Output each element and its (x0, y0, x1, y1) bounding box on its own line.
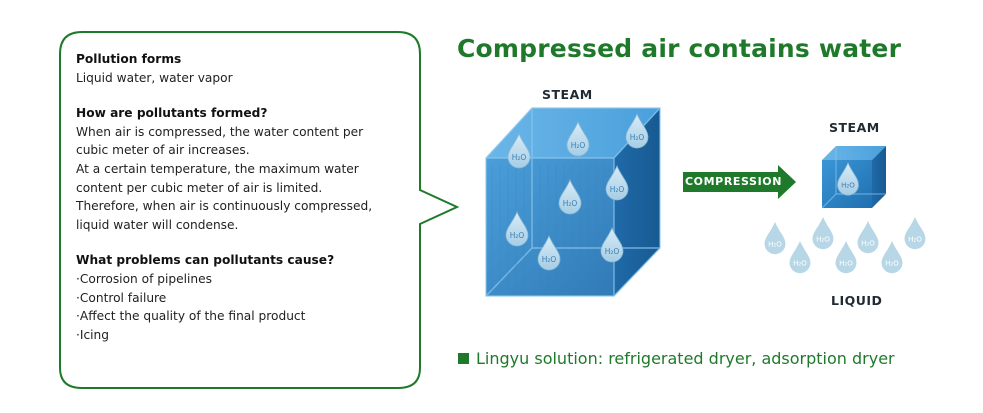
liquid-drops: H₂O H₂O H₂O H₂O H₂O H₂O H₂O (764, 216, 926, 274)
water-drop-icon: H₂O (600, 226, 624, 263)
water-drop-icon: H₂O (835, 240, 857, 274)
section-line: cubic meter of air increases. (76, 143, 250, 158)
water-drop-icon: H₂O (857, 220, 879, 254)
drop-shape (600, 226, 624, 263)
drop-label: H₂O (908, 235, 922, 244)
problem-item: ·Icing (76, 327, 110, 342)
solution-text: Lingyu solution: refrigerated dryer, ads… (476, 349, 895, 368)
problem-item: ·Control failure (76, 290, 167, 305)
diagram-title: Compressed air contains water (457, 34, 902, 63)
drop-label: H₂O (512, 153, 527, 162)
water-drop-icon: H₂O (881, 240, 903, 274)
drop-shape (835, 240, 857, 274)
section-line: Therefore, when air is continuously comp… (76, 199, 373, 214)
drop-label: H₂O (768, 240, 782, 249)
drop-shape (812, 216, 834, 250)
drop-label: H₂O (841, 181, 855, 190)
drop-label: H₂O (885, 259, 899, 268)
bullet-square-icon (458, 353, 469, 364)
water-drop-icon: H₂O (812, 216, 834, 250)
small-cube-top-face (822, 146, 886, 160)
water-drop-icon: H₂O (837, 161, 859, 196)
small-cube-edges (821, 146, 886, 209)
drop-shape (789, 240, 811, 274)
drop-label: H₂O (861, 239, 875, 248)
drop-shape (566, 120, 590, 157)
drop-shape (505, 210, 529, 247)
section-heading: Pollution forms (76, 52, 182, 66)
water-drop-icon: H₂O (566, 120, 590, 157)
water-drop-icon: H₂O (764, 221, 786, 255)
small-cube-side-face (872, 146, 886, 208)
drop-label: H₂O (571, 141, 586, 150)
water-drop-icon: H₂O (904, 216, 926, 250)
problem-list: ·Corrosion of pipelines ·Control failure… (76, 270, 406, 344)
steam-label-small: STEAM (829, 120, 880, 135)
section-line: content per cubic meter of air is limite… (76, 180, 323, 195)
steam-drop-small: H₂O (837, 161, 859, 196)
water-drop-icon: H₂O (537, 234, 561, 271)
drop-label: H₂O (610, 185, 625, 194)
solution-line: Lingyu solution: refrigerated dryer, ads… (458, 349, 895, 368)
section-pollution-forms: Pollution forms Liquid water, water vapo… (76, 50, 406, 87)
steam-drops-large: H₂O H₂O H₂O H₂O H₂O H₂O H₂O H₂O (505, 112, 649, 271)
section-heading: What problems can pollutants cause? (76, 253, 335, 268)
section-line: When air is compressed, the water conten… (76, 124, 364, 139)
problem-item: ·Affect the quality of the final product (76, 309, 306, 324)
drop-label: H₂O (793, 259, 807, 268)
info-bubble: Pollution forms Liquid water, water vapo… (0, 0, 480, 413)
drop-shape (881, 240, 903, 274)
steam-label-large: STEAM (542, 87, 593, 102)
drop-shape (837, 161, 859, 196)
section-heading: How are pollutants formed? (76, 106, 268, 121)
water-drop-icon: H₂O (605, 164, 629, 201)
drop-label: H₂O (605, 247, 620, 256)
drop-shape (605, 164, 629, 201)
section-line: Liquid water, water vapor (76, 70, 233, 85)
liquid-label: LIQUID (831, 293, 883, 308)
drop-label: H₂O (816, 235, 830, 244)
drop-shape (537, 234, 561, 271)
bubble-outline (59, 31, 460, 389)
drop-label: H₂O (542, 255, 557, 264)
large-steam-cube (485, 107, 661, 297)
section-line: liquid water will condense. (76, 217, 239, 232)
drop-label: H₂O (839, 259, 853, 268)
water-drop-icon: H₂O (558, 178, 582, 215)
compression-label: COMPRESSION (685, 175, 783, 188)
drop-shape (904, 216, 926, 250)
section-line: At a certain temperature, the maximum wa… (76, 161, 359, 176)
section-how-formed: How are pollutants formed? When air is c… (76, 104, 406, 234)
drop-shape (857, 220, 879, 254)
drop-label: H₂O (563, 199, 578, 208)
drop-shape (507, 132, 531, 169)
drop-label: H₂O (510, 231, 525, 240)
bubble-text: Pollution forms Liquid water, water vapo… (76, 50, 406, 344)
water-drop-icon: H₂O (505, 210, 529, 247)
section-problems: What problems can pollutants cause? ·Cor… (76, 251, 406, 344)
problem-item: ·Corrosion of pipelines (76, 271, 212, 286)
compression-arrow (683, 165, 796, 199)
drop-shape (625, 112, 649, 149)
drop-label: H₂O (630, 133, 645, 142)
drop-shape (558, 178, 582, 215)
drop-shape (764, 221, 786, 255)
cube-side-face (614, 108, 660, 296)
water-drop-icon: H₂O (507, 132, 531, 169)
water-drop-icon: H₂O (625, 112, 649, 149)
water-drop-icon: H₂O (789, 240, 811, 274)
